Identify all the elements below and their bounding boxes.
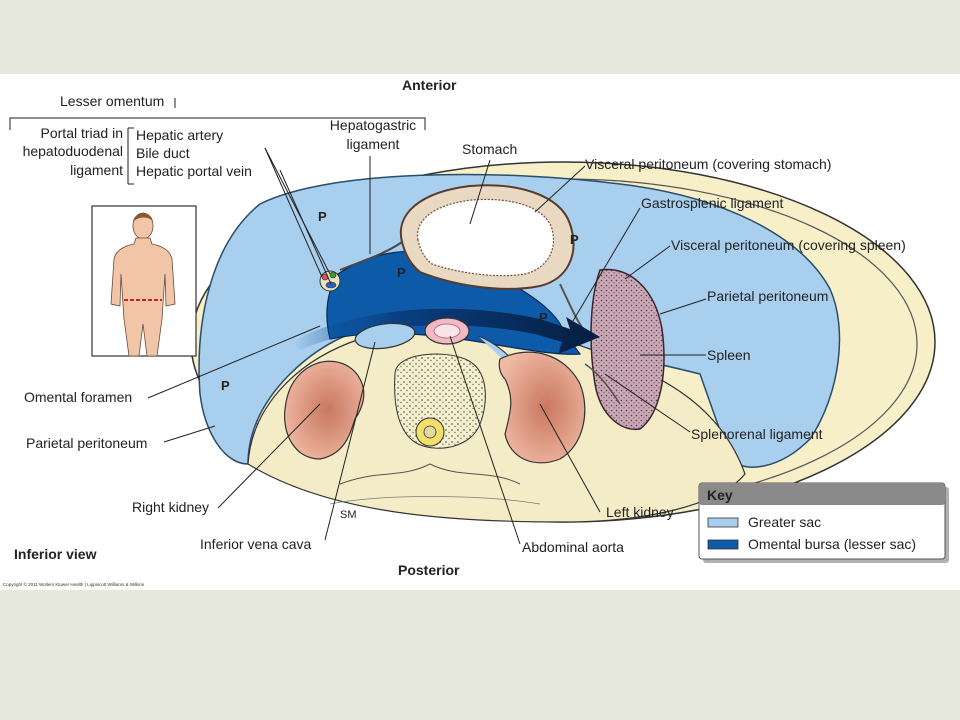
slide-background-top [0, 0, 960, 74]
p-marker: P [397, 265, 406, 280]
portal-triad-label: ligament [70, 162, 123, 178]
p-marker: P [318, 209, 327, 224]
stomach-label: Stomach [462, 141, 517, 157]
inferior-vena-cava [354, 322, 416, 350]
gastrosplenic-ligament-label: Gastrosplenic ligament [641, 195, 784, 211]
p-marker: P [539, 310, 548, 325]
parietal-peritoneum-label: Parietal peritoneum [707, 288, 828, 304]
stomach-lumen [416, 198, 554, 277]
inferior-vena-cava-label: Inferior vena cava [200, 536, 311, 552]
hepatic-portal-vein-label: Hepatic portal vein [136, 163, 252, 179]
omental-foramen-arrow [292, 308, 600, 354]
portal-triad-label: Portal triad in [41, 125, 123, 141]
hepatogastric-ligament-label: ligament [347, 136, 400, 152]
lesser-omentum-label: Lesser omentum [60, 93, 164, 109]
hepatogastric-ligament-strand [339, 241, 403, 271]
splenorenal-ligament-label: Splenorenal ligament [691, 426, 823, 442]
left-kidney-label: Left kidney [606, 504, 674, 520]
visceral-peritoneum-stomach-label: Visceral peritoneum (covering stomach) [585, 156, 831, 172]
posterior-muscles-2 [329, 496, 541, 505]
posterior-muscles [339, 463, 521, 485]
p-marker: P [570, 232, 579, 247]
hepatic-artery-label: Hepatic artery [136, 127, 223, 143]
abdominal-aorta-label: Abdominal aorta [522, 539, 624, 555]
leader-lines [9, 98, 707, 545]
anatomy-figure: P P P P P SM Anteri [0, 74, 960, 590]
key-label-greater-sac: Greater sac [748, 514, 821, 530]
key-title: Key [707, 487, 733, 503]
splenorenal-ligament-strand [584, 363, 621, 405]
cross-section-diagram: P P P P P SM Anteri [3, 77, 949, 587]
artist-signature: SM [340, 509, 357, 521]
key-swatch-omental-bursa [707, 539, 739, 550]
portal-triad-label: hepatoduodenal [23, 143, 123, 159]
slide-background-bottom [0, 590, 960, 720]
spleen-label: Spleen [707, 347, 751, 363]
inset-hair [133, 213, 153, 222]
p-marker: P [221, 378, 230, 393]
key-legend: Key Greater sac Omental bursa (lesser sa… [698, 482, 949, 563]
inferior-view-label: Inferior view [14, 546, 97, 562]
bile-duct-vessel [329, 271, 337, 279]
posterior-label: Posterior [398, 562, 460, 578]
anterior-label: Anterior [402, 77, 457, 93]
right-kidney [283, 360, 365, 460]
parietal-peritoneum-label: Parietal peritoneum [26, 435, 147, 451]
key-label-omental-bursa: Omental bursa (lesser sac) [748, 536, 916, 552]
key-swatch-greater-sac [707, 517, 739, 528]
inset-torso [110, 237, 176, 357]
orientation-inset [91, 205, 197, 357]
copyright-notice: Copyright © 2011 Wolters Kluwer Health |… [3, 581, 145, 587]
key-header [699, 483, 945, 505]
hepatogastric-ligament-label: Hepatogastric [330, 117, 416, 133]
abdominal-aorta-lumen [433, 323, 461, 339]
visceral-peritoneum-spleen-label: Visceral peritoneum (covering spleen) [671, 237, 906, 253]
portal-vein-vessel [325, 281, 337, 289]
bile-duct-label: Bile duct [136, 145, 190, 161]
omental-foramen-label: Omental foramen [24, 389, 132, 405]
right-kidney-label: Right kidney [132, 499, 209, 515]
spinal-cord-center [423, 425, 437, 439]
